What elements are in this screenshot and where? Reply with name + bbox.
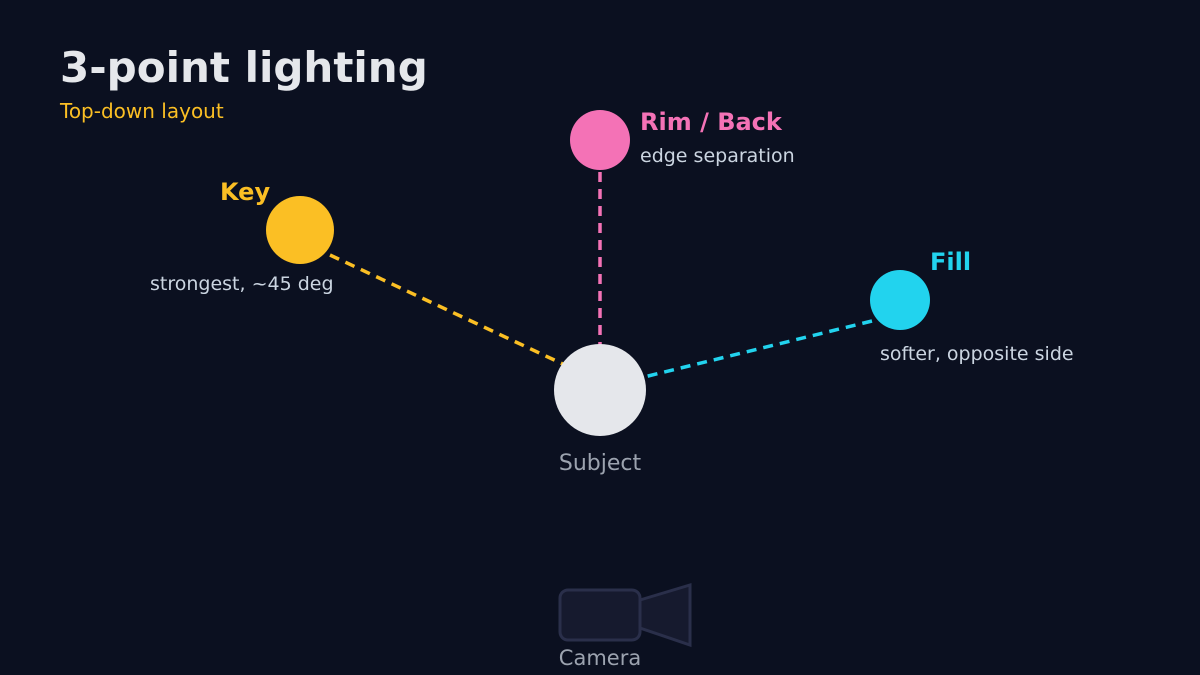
rim-light — [570, 110, 630, 170]
subject — [554, 344, 646, 436]
camera-label: Camera — [559, 646, 641, 670]
key-light — [266, 196, 334, 264]
page-title: 3-point lighting — [60, 43, 428, 92]
key-light-description: strongest, ~45 deg — [150, 273, 334, 295]
fill-light — [870, 270, 930, 330]
key-light-label: Key — [220, 178, 270, 206]
fill-light-beam — [639, 319, 873, 380]
subject-label: Subject — [559, 451, 642, 476]
rim-light-description: edge separation — [640, 145, 795, 167]
camera-icon — [558, 582, 692, 648]
fill-light-description: softer, opposite side — [880, 343, 1074, 365]
key-light-beam — [329, 253, 566, 367]
page-subtitle: Top-down layout — [59, 99, 224, 123]
rim-light-label: Rim / Back — [640, 108, 783, 136]
fill-light-label: Fill — [930, 248, 971, 276]
